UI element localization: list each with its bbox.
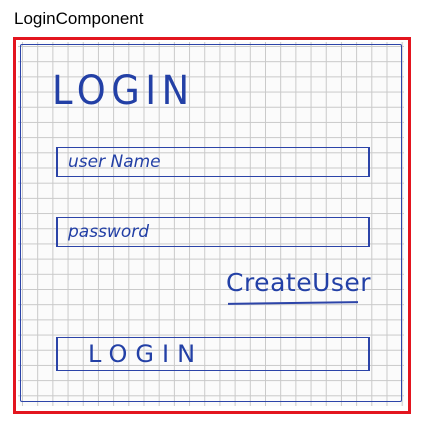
component-name-label: LoginComponent — [14, 9, 144, 28]
login-form-container — [20, 44, 402, 402]
login-title: LOGIN — [52, 68, 195, 114]
login-button[interactable]: LOGIN — [56, 337, 370, 371]
component-frame — [13, 37, 411, 414]
password-input[interactable] — [56, 217, 370, 247]
grid-paper-background — [18, 42, 404, 406]
username-input[interactable] — [56, 147, 370, 177]
create-user-link[interactable]: CreateUser — [226, 268, 372, 297]
